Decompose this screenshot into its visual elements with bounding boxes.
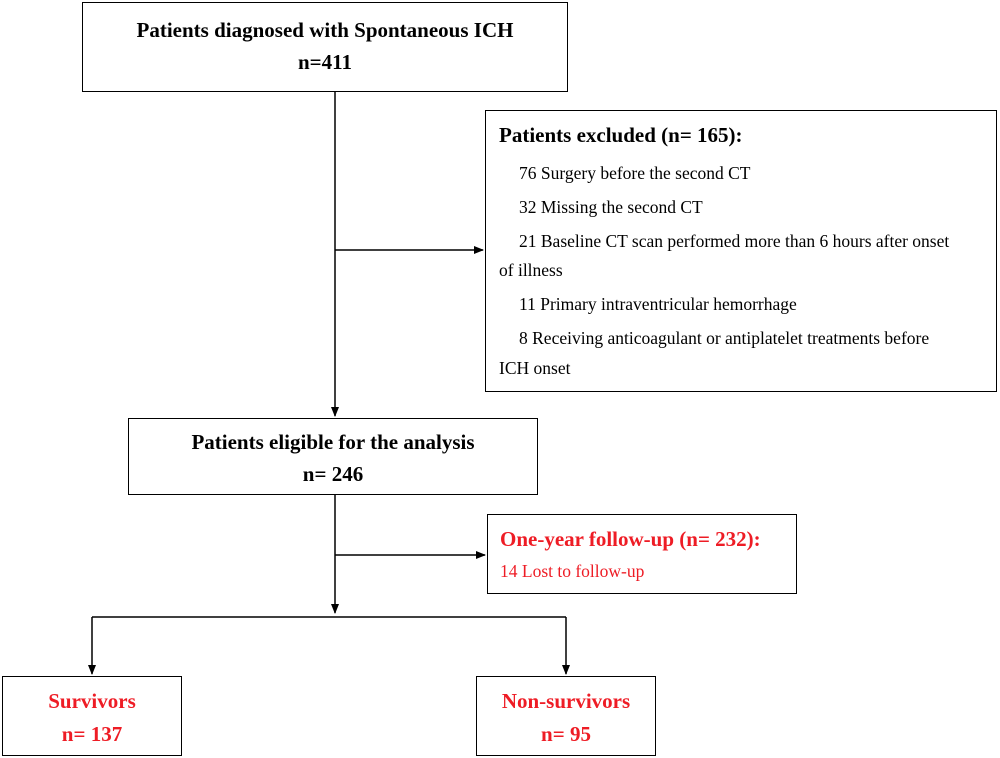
excluded-box: Patients excluded (n= 165): 76 Surgery b… [485,110,997,392]
excluded-item-ivh: 11 Primary intraventricular hemorrhage [519,294,797,314]
followup-box: One-year follow-up (n= 232): 14 Lost to … [487,514,797,594]
diagnosed-box: Patients diagnosed with Spontaneous ICH … [82,2,568,92]
excluded-item-missing-ct: 32 Missing the second CT [519,197,703,217]
excluded-item-surgery: 76 Surgery before the second CT [519,163,751,183]
followup-title: One-year follow-up (n= 232): [500,527,761,551]
eligible-count: n= 246 [302,462,364,486]
nonsurvivors-title: Non-survivors [501,689,631,713]
eligible-box: Patients eligible for the analysis n= 24… [128,418,538,495]
nonsurvivors-box: Non-survivors n= 95 [476,676,656,756]
survivors-box: Survivors n= 137 [2,676,182,756]
followup-lost: 14 Lost to follow-up [500,561,645,581]
excluded-item-anticoagulant: 8 Receiving anticoagulant or antiplatele… [519,328,930,348]
excluded-item-baseline-ct: 21 Baseline CT scan performed more than … [519,231,950,251]
diagnosed-title: Patients diagnosed with Spontaneous ICH [136,18,514,42]
survivors-count: n= 137 [61,722,123,746]
survivors-title: Survivors [48,689,136,713]
excluded-title: Patients excluded (n= 165): [499,123,743,147]
nonsurvivors-count: n= 95 [541,722,591,746]
excluded-item-anticoagulant-cont: ICH onset [499,358,571,378]
diagnosed-count: n=411 [298,50,352,74]
excluded-item-baseline-ct-cont: of illness [499,260,563,280]
eligible-title: Patients eligible for the analysis [191,430,475,454]
